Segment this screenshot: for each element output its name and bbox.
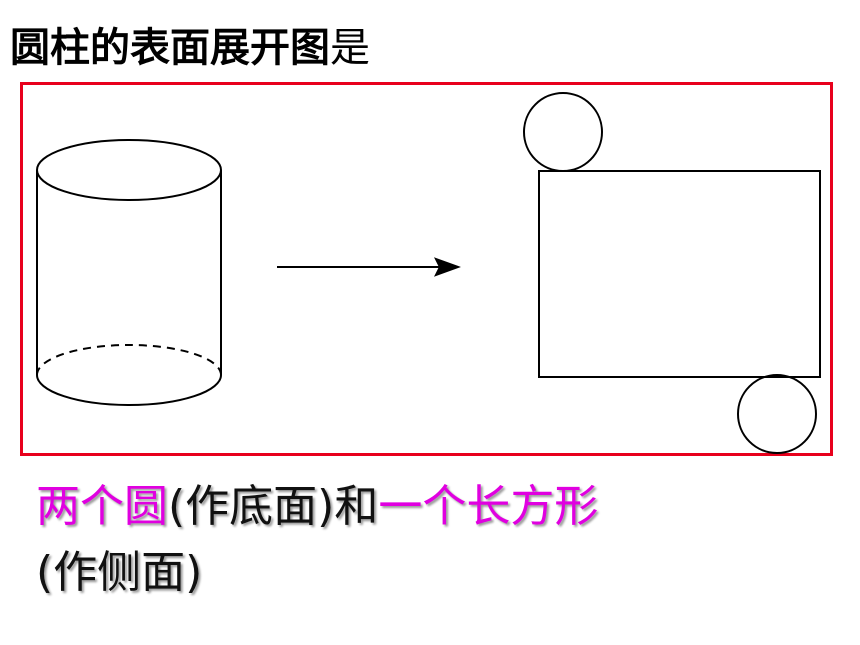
- cylinder: [36, 139, 222, 406]
- cylinder-bottom-back-dashed: [36, 344, 222, 376]
- caption-as-bases: (作底面)和: [168, 481, 379, 532]
- net-top-circle: [523, 92, 603, 172]
- caption-line-2: (作侧面): [36, 547, 203, 598]
- caption-line-1: 两个圆(作底面)和一个长方形: [36, 476, 598, 538]
- caption-two-circles: 两个圆: [36, 481, 168, 532]
- title-suffix: 是: [330, 25, 370, 71]
- title-main: 圆柱的表面展开图: [10, 25, 330, 71]
- net-bottom-circle: [737, 374, 817, 454]
- net-side-rectangle: [538, 170, 821, 378]
- cylinder-net: [523, 92, 821, 454]
- diagram-frame: [20, 82, 833, 456]
- arrow: [277, 257, 461, 277]
- cylinder-top-ellipse: [36, 139, 222, 201]
- arrow-head: [433, 257, 461, 277]
- caption-one-rectangle: 一个长方形: [378, 481, 599, 532]
- cylinder-bottom-front: [36, 374, 222, 406]
- page-title: 圆柱的表面展开图是: [10, 18, 370, 78]
